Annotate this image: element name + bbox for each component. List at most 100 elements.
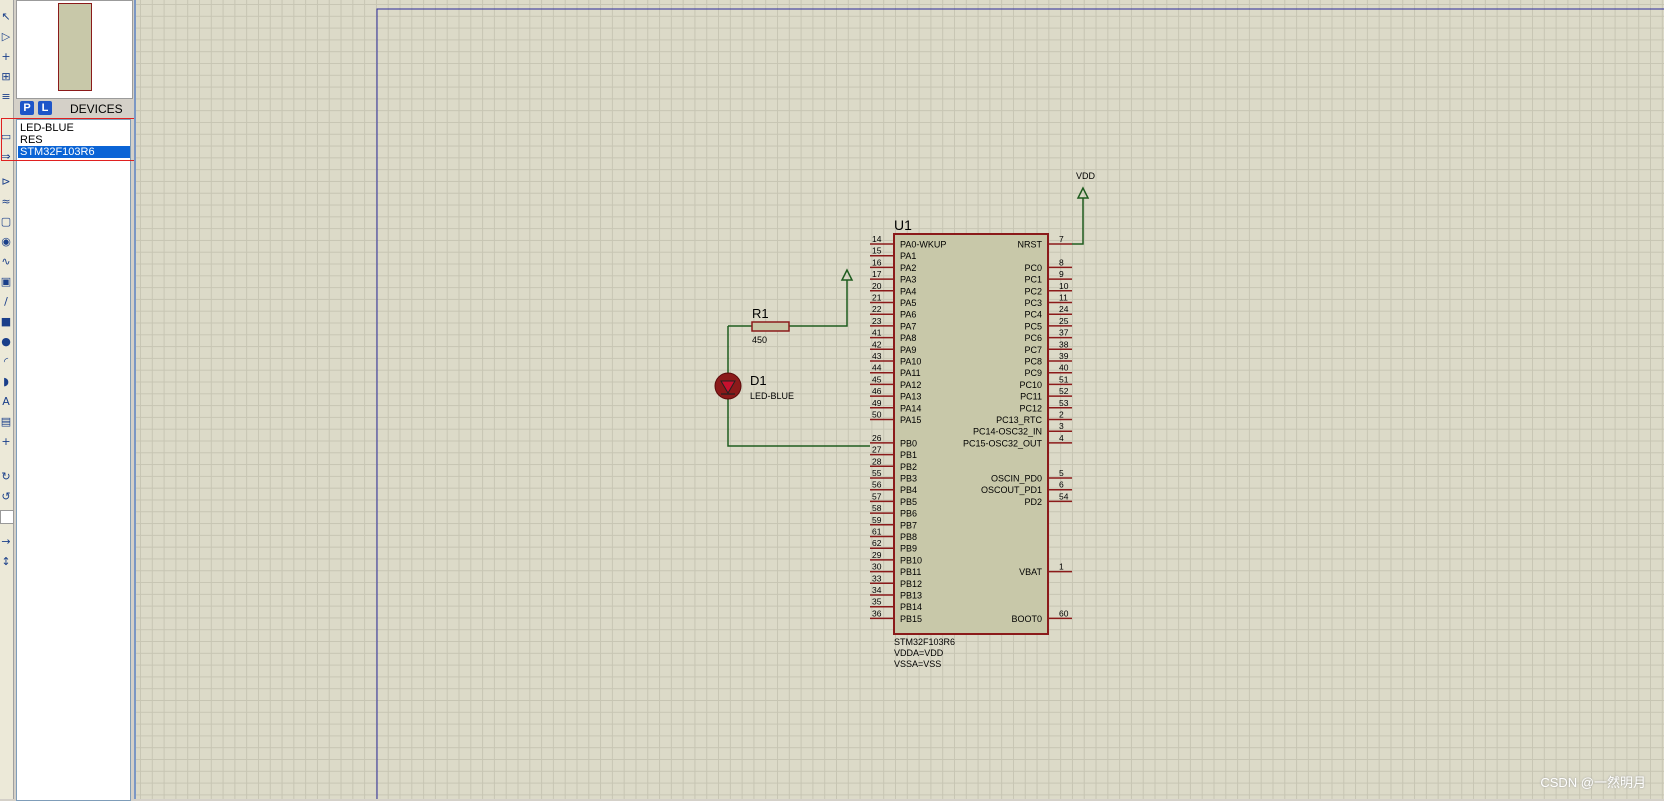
tape-icon[interactable]: ▢ <box>0 215 12 228</box>
component-mode-icon[interactable]: ▷ <box>1 30 11 43</box>
mirror-x-icon[interactable]: → <box>1 535 11 548</box>
pin-name: VBAT <box>1019 567 1042 577</box>
device-pins-icon[interactable]: ⊳ <box>1 175 11 188</box>
pin-name: PB14 <box>900 602 922 612</box>
arc-2d-icon[interactable]: ◜ <box>3 355 9 368</box>
pin-name: PC13_RTC <box>996 415 1042 425</box>
generator-icon[interactable]: ◉ <box>1 235 11 248</box>
device-item-res[interactable]: RES <box>20 134 43 146</box>
junction-icon[interactable]: + <box>1 50 11 63</box>
selection-arrow-icon[interactable]: ↖ <box>1 10 11 23</box>
probe-icon[interactable]: ∿ <box>1 255 11 268</box>
line-2d-icon[interactable]: / <box>4 295 8 308</box>
circle-2d-icon[interactable]: ● <box>1 335 11 348</box>
angle-field[interactable] <box>0 510 14 524</box>
u1-body[interactable] <box>893 233 1049 635</box>
r1-body[interactable] <box>751 321 790 332</box>
pick-devices-button[interactable]: P <box>20 101 34 115</box>
subcircuit-icon[interactable]: ▭ <box>0 130 12 143</box>
wire-led-to-pb0[interactable] <box>727 326 870 447</box>
box-2d-icon[interactable]: ■ <box>0 315 12 328</box>
path-2d-icon[interactable]: ◗ <box>3 375 9 388</box>
wire-r1-to-power[interactable] <box>789 280 848 327</box>
device-item-led-blue[interactable]: LED-BLUE <box>20 122 74 134</box>
pin-name: PC14-OSC32_IN <box>973 427 1042 437</box>
graph-icon[interactable]: ≈ <box>1 195 11 208</box>
instrument-icon[interactable]: ▣ <box>0 275 12 288</box>
device-item-stm32f103r6[interactable]: STM32F103R6 <box>18 146 130 158</box>
library-manager-button[interactable]: L <box>38 101 52 115</box>
wire-nrst-to-vdd[interactable] <box>1072 198 1084 245</box>
devices-label: DEVICES <box>70 102 123 116</box>
text-script-icon[interactable]: ≡ <box>1 90 11 103</box>
terminals-icon[interactable]: ⇒ <box>1 150 11 163</box>
power-terminal-icon[interactable] <box>840 268 854 281</box>
rotate-ccw-icon[interactable]: ↺ <box>1 490 11 503</box>
device-list[interactable]: LED-BLUE RES STM32F103R6 <box>16 119 131 801</box>
pin-number: 54 <box>1059 491 1069 501</box>
text-2d-icon[interactable]: A <box>2 395 10 408</box>
mirror-y-icon[interactable]: ↕ <box>1 555 11 568</box>
marker-2d-icon[interactable]: + <box>1 435 11 448</box>
rotate-cw-icon[interactable]: ↻ <box>1 470 11 483</box>
wire-label-icon[interactable]: ⊞ <box>1 70 11 83</box>
symbol-2d-icon[interactable]: ▤ <box>0 415 12 428</box>
vdd-terminal-icon[interactable] <box>1076 186 1090 199</box>
